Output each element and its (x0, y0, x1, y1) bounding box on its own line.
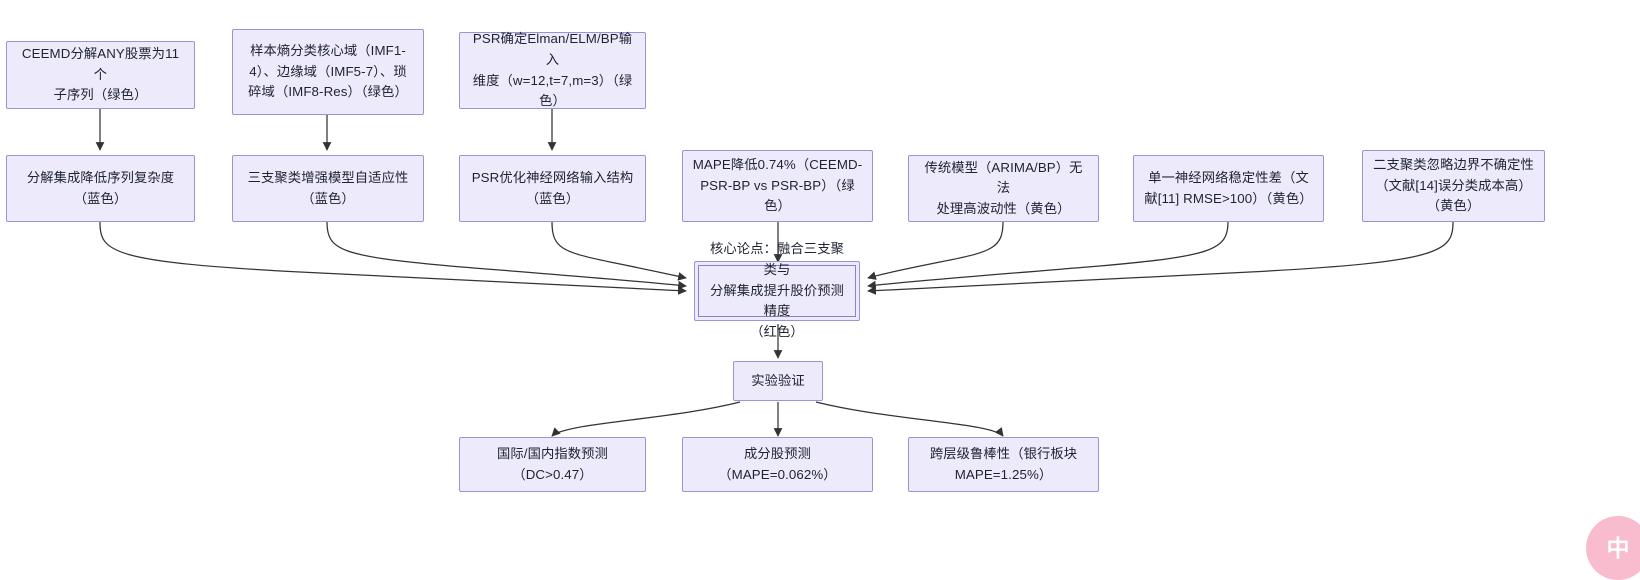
node-two-way-clustering-boundary[interactable]: 二支聚类忽略边界不确定性 （文献[14]误分类成本高） （黄色） (1362, 150, 1545, 222)
node-traditional-model-limitation[interactable]: 传统模型（ARIMA/BP）无法 处理高波动性（黄色） (908, 155, 1099, 222)
edge-n5-core (326, 221, 687, 290)
edge-n10-core (867, 221, 1454, 295)
node-core-claim[interactable]: 核心论点：融合三支聚类与 分解集成提升股价预测精度 （红色） (694, 241, 860, 339)
node-constituent-stock-result[interactable]: 成分股预测 （MAPE=0.062%） (682, 437, 873, 492)
node-label: 跨层级鲁棒性（银行板块 MAPE=1.25%） (929, 445, 1078, 482)
node-psr-optimizes-network-input[interactable]: PSR优化神经网络输入结构 （蓝色） (459, 155, 646, 222)
node-label: 样本熵分类核心域（IMF1- 4）、边缘域（IMF5-7）、琐 碎域（IMF8-… (248, 43, 408, 100)
node-label: CEEMD分解ANY股票为11个 子序列（绿色） (21, 46, 180, 103)
node-experimental-validation[interactable]: 实验验证 (733, 361, 823, 401)
node-sample-entropy-classification[interactable]: 样本熵分类核心域（IMF1- 4）、边缘域（IMF5-7）、琐 碎域（IMF8-… (232, 29, 424, 115)
node-mape-reduction-result[interactable]: MAPE降低0.74%（CEEMD- PSR-BP vs PSR-BP）（绿 色… (682, 150, 873, 222)
node-label: PSR优化神经网络输入结构 （蓝色） (471, 169, 634, 206)
node-label: 传统模型（ARIMA/BP）无法 处理高波动性（黄色） (924, 159, 1083, 216)
node-single-network-instability[interactable]: 单一神经网络稳定性差（文 献[11] RMSE>100）（黄色） (1133, 155, 1324, 222)
node-decomposition-reduces-complexity[interactable]: 分解集成降低序列复杂度 （蓝色） (6, 155, 195, 222)
node-label: 二支聚类忽略边界不确定性 （文献[14]误分类成本高） （黄色） (1373, 157, 1534, 214)
edge-n4-core (99, 221, 687, 295)
node-label: 分解集成降低序列复杂度 （蓝色） (26, 169, 175, 206)
edge-validation-n15 (815, 401, 1004, 437)
node-cross-level-robustness-result[interactable]: 跨层级鲁棒性（银行板块 MAPE=1.25%） (908, 437, 1099, 492)
node-three-way-clustering-adaptivity[interactable]: 三支聚类增强模型自适应性 （蓝色） (232, 155, 424, 222)
node-label: 三支聚类增强模型自适应性 （蓝色） (247, 169, 409, 206)
edge-n8-core (867, 221, 1004, 280)
watermark-badge: 中 (1586, 516, 1640, 580)
edge-n9-core (867, 221, 1229, 290)
node-label: 核心论点：融合三支聚类与 分解集成提升股价预测精度 （红色） (710, 241, 844, 339)
edge-validation-n13 (551, 401, 741, 437)
node-index-prediction-result[interactable]: 国际/国内指数预测 （DC>0.47） (459, 437, 646, 492)
edge-n6-core (551, 221, 687, 281)
node-label: 国际/国内指数预测 （DC>0.47） (497, 445, 608, 482)
node-label: 成分股预测 （MAPE=0.062%） (718, 445, 837, 482)
node-label: 单一神经网络稳定性差（文 献[11] RMSE>100）（黄色） (1144, 169, 1313, 206)
node-psr-input-dimension[interactable]: PSR确定Elman/ELM/BP输入 维度（w=12,t=7,m=3）（绿 色… (459, 31, 646, 109)
node-label: PSR确定Elman/ELM/BP输入 维度（w=12,t=7,m=3）（绿 色… (472, 31, 633, 109)
node-ceemd-decomposition[interactable]: CEEMD分解ANY股票为11个 子序列（绿色） (6, 41, 195, 109)
node-label: 实验验证 (751, 372, 805, 388)
watermark-label: 中 (1606, 534, 1630, 561)
node-label: MAPE降低0.74%（CEEMD- PSR-BP vs PSR-BP）（绿 色… (692, 157, 863, 214)
